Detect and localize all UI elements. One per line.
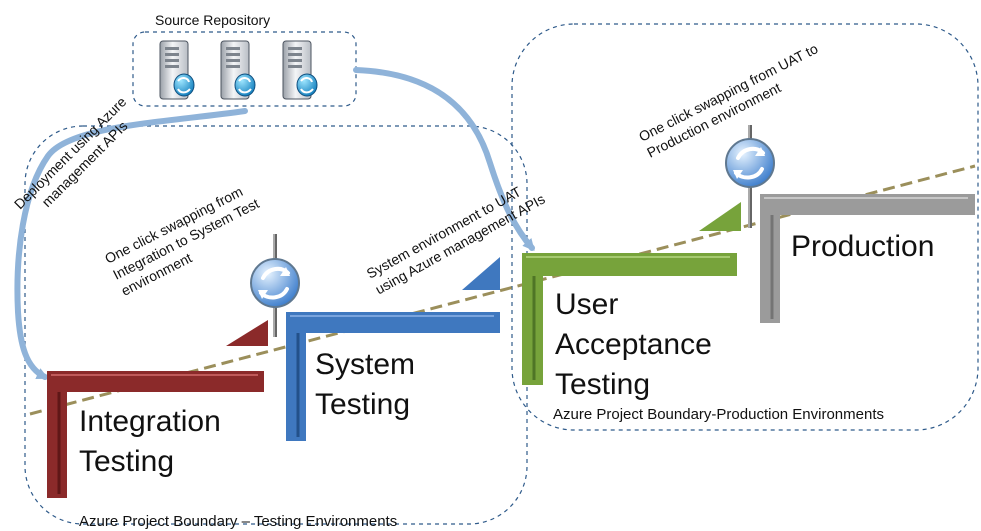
integration-system-ramp [226, 320, 268, 346]
uat-stage-title-line-2: Acceptance [555, 328, 712, 361]
user-acceptance-testing-stage: User Acceptance Testing [522, 253, 737, 401]
system-stage-title: System Testing [315, 348, 423, 421]
production-stage-title: Production [791, 230, 934, 263]
server-database-icon [282, 40, 318, 100]
system-stage-title-line-2: Testing [315, 388, 410, 421]
testing-boundary-label: Azure Project Boundary – Testing Environ… [79, 513, 397, 530]
integration-stage-title-line-2: Testing [79, 445, 174, 478]
production-boundary-label: Azure Project Boundary-Production Enviro… [553, 406, 884, 423]
deployment-annotation-line-1: Deployment using Azure [11, 93, 130, 212]
integration-system-swap-annotation-text: One click swapping from Integration to S… [102, 177, 273, 298]
production-environment-boundary [511, 23, 979, 431]
integration-stage-shape [47, 371, 264, 498]
uat-stage-shape [522, 253, 737, 385]
uat-stage-title: User Acceptance Testing [555, 288, 720, 401]
swap-arrows-icon [250, 258, 300, 308]
production-stage: Production [760, 194, 975, 323]
integration-testing-stage: Integration Testing [47, 371, 264, 498]
uat-production-swap-annotation-text: One click swapping from UAT to Productio… [636, 38, 832, 160]
uat-stage-title-line-1: User [555, 288, 618, 321]
system-uat-ramp [462, 257, 500, 290]
production-stage-shape [760, 194, 975, 323]
uat-production-swap-line-1: One click swapping from UAT to [636, 40, 820, 145]
server-database-icon [159, 40, 195, 100]
integration-system-swap-annotation: One click swapping from Integration to S… [102, 177, 273, 299]
server-database-icon [220, 40, 256, 100]
integration-stage-title: Integration Testing [79, 405, 229, 478]
repository-to-uat-arrow [353, 67, 535, 252]
uat-stage-title-line-3: Testing [555, 368, 650, 401]
swap-arrows-icon [725, 138, 775, 188]
uat-production-swap-annotation: One click swapping from UAT to Productio… [636, 38, 832, 161]
integration-system-swap-control [250, 234, 300, 337]
source-repository-title: Source Repository [155, 12, 270, 28]
system-to-uat-line-2: using Azure management APIs [372, 191, 547, 298]
system-testing-stage: System Testing [286, 312, 500, 441]
uat-production-ramp [699, 202, 741, 231]
integration-stage-title-line-1: Integration [79, 405, 221, 438]
deployment-arrow [14, 108, 248, 380]
system-stage-title-line-1: System [315, 348, 415, 381]
system-stage-shape [286, 312, 500, 441]
uat-production-swap-control [725, 125, 775, 228]
